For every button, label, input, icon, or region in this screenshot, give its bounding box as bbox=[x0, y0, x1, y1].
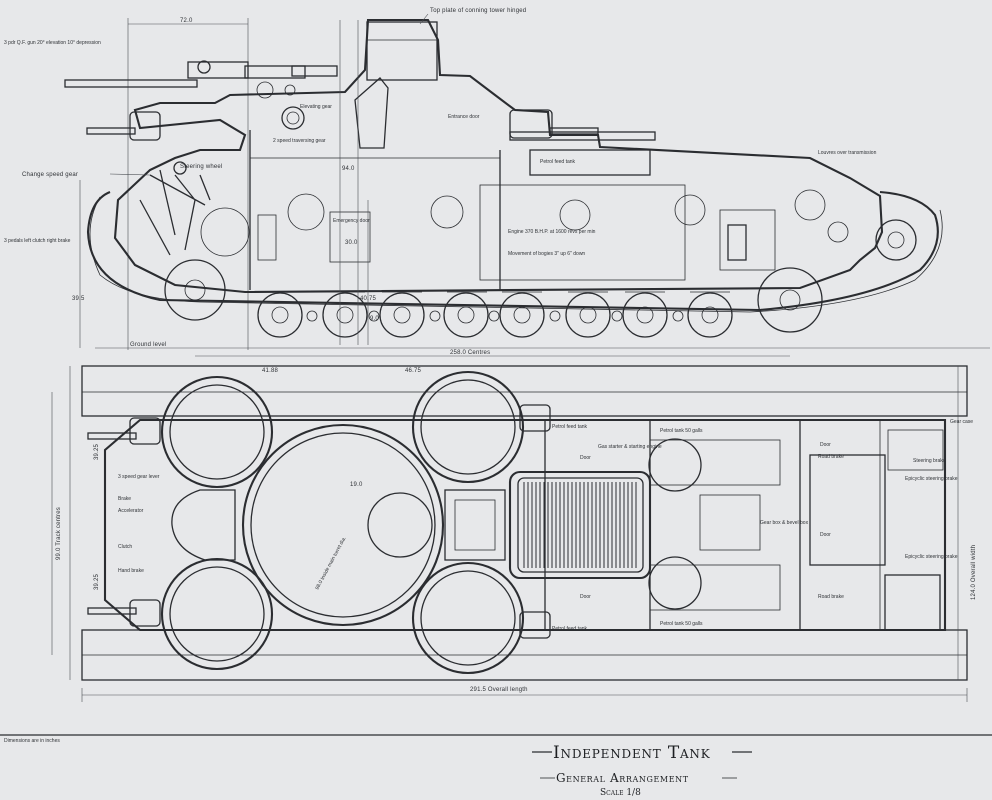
rear-mg-turret-plan-right bbox=[411, 561, 525, 675]
louvre-grille bbox=[509, 131, 656, 141]
label-gun-elevation: 3 pdr Q.F. gun 20° elevation 10° depress… bbox=[4, 40, 101, 46]
main-gun-barrel bbox=[64, 79, 198, 88]
dim-30: 30.0 bbox=[345, 240, 358, 246]
vision-hatch bbox=[354, 77, 389, 149]
drawing-subtitle: General Arrangement bbox=[556, 771, 689, 785]
label-emergency-door: Emergency door bbox=[333, 218, 370, 224]
track-top-band bbox=[81, 365, 968, 417]
drawing-title: Independent Tank bbox=[553, 743, 711, 763]
label-steering-wheel: Steering wheel bbox=[180, 164, 223, 170]
dimensions-note: Dimensions are in inches bbox=[4, 738, 60, 744]
label-traversing-gear: 2 speed traversing gear bbox=[273, 138, 326, 144]
conning-tower bbox=[366, 21, 438, 81]
label-louvres: Louvres over transmission bbox=[818, 150, 877, 156]
dim-40-75: 40.75 bbox=[360, 296, 376, 302]
dim-9: 9.0 bbox=[370, 316, 379, 322]
label-door-3: Door bbox=[580, 455, 591, 461]
dim-94: 94.0 bbox=[342, 166, 355, 172]
label-gearbox: Gear box & bevel box bbox=[760, 520, 809, 526]
road-wheels bbox=[164, 219, 917, 338]
hull-outline bbox=[113, 18, 884, 294]
emergency-door bbox=[329, 211, 371, 263]
dim-overall-width: 124.0 Overall width bbox=[971, 545, 977, 600]
label-petrol-feed-tank-side: Petrol feed tank bbox=[540, 159, 576, 165]
label-road-brake-top: Road brake bbox=[818, 454, 844, 460]
dim-19: 19.0 bbox=[350, 482, 363, 488]
label-road-brake-bottom: Road brake bbox=[818, 594, 844, 600]
engine-block bbox=[479, 184, 686, 281]
side-elevation-view: 72.0 bbox=[4, 8, 990, 357]
radiator-grille bbox=[508, 470, 652, 580]
label-petrol-feed-bottom: Petrol feed tank bbox=[552, 626, 588, 632]
rear-mg-turret bbox=[509, 109, 553, 139]
label-door-2: Door bbox=[820, 532, 831, 538]
dim-46-75: 46.75 bbox=[405, 368, 421, 374]
title-block: Dimensions are in inches Independent Tan… bbox=[0, 734, 992, 798]
dim-top-width: 72.0 bbox=[180, 18, 193, 24]
rear-mg-turret-plan-left bbox=[411, 370, 525, 484]
label-bogies: Movement of bogies 3" up 6" down bbox=[508, 251, 585, 257]
main-turret-plan bbox=[241, 423, 445, 627]
label-speed-gear: 3 speed gear lever bbox=[118, 474, 160, 480]
dim-39-25-b: 39.25 bbox=[94, 574, 100, 590]
dim-39-5: 39.5 bbox=[72, 296, 85, 302]
front-mg-turret bbox=[129, 111, 161, 141]
hull-plan bbox=[103, 418, 947, 632]
centre-console bbox=[444, 489, 506, 561]
gearbox-block bbox=[809, 454, 886, 566]
steering-linkage bbox=[139, 169, 211, 256]
dim-41-88: 41.88 bbox=[262, 368, 278, 374]
conning-tower-plan bbox=[367, 492, 433, 558]
label-epicyclic-1: Epicyclic steering brake bbox=[905, 476, 958, 482]
label-clutch: Clutch bbox=[118, 544, 132, 550]
label-petrol-tank-top: Petrol tank 50 galls bbox=[660, 428, 703, 434]
label-centres: 258.0 Centres bbox=[450, 350, 490, 356]
label-door-1: Door bbox=[820, 442, 831, 448]
label-conning-tower: Top plate of conning tower hinged bbox=[430, 8, 526, 14]
petrol-feed-tank-side bbox=[529, 149, 651, 176]
petrol-tank-top-filler bbox=[648, 438, 702, 492]
label-accelerator: Accelerator bbox=[118, 508, 144, 514]
label-gear-case: Gear case bbox=[950, 419, 973, 425]
gun-breech bbox=[187, 61, 249, 79]
dim-track-centres: 99.0 Track centres bbox=[56, 507, 62, 560]
label-pedals: 3 pedals left clutch right brake bbox=[4, 238, 71, 244]
label-gas-starter: Gas starter & starting engine bbox=[598, 444, 662, 450]
label-entrance-door: Entrance door bbox=[448, 114, 480, 120]
label-ground-level: Ground level bbox=[130, 342, 166, 348]
label-hand-brake: Hand brake bbox=[118, 568, 144, 574]
front-mg-barrel bbox=[86, 127, 136, 135]
driver-seat bbox=[171, 489, 236, 561]
drawing-scale: Scale 1/8 bbox=[600, 788, 641, 798]
petrol-tank-bottom-filler bbox=[648, 556, 702, 610]
front-mg-turret-plan-right bbox=[160, 557, 274, 671]
label-engine: Engine 370 B.H.P. at 1600 revs per min bbox=[508, 229, 596, 235]
dim-overall-length: 291.5 Overall length bbox=[470, 687, 528, 693]
label-petrol-tank-bottom: Petrol tank 50 galls bbox=[660, 621, 703, 627]
dim-39-25-a: 39.25 bbox=[94, 444, 100, 460]
label-door-4: Door bbox=[580, 594, 591, 600]
front-mg-turret-plan-left bbox=[160, 375, 274, 489]
label-epicyclic-2: Epicyclic steering brake bbox=[905, 554, 958, 560]
label-change-speed-gear: Change speed gear bbox=[22, 172, 78, 178]
epicyclic-brake-block bbox=[884, 574, 941, 631]
label-steering-brake: Steering brake bbox=[913, 458, 946, 464]
label-petrol-feed-top: Petrol feed tank bbox=[552, 424, 588, 430]
track-outline bbox=[86, 190, 939, 312]
label-brake: Brake bbox=[118, 496, 131, 502]
radiator-fins bbox=[523, 482, 637, 568]
label-elevating-gear: Elevating gear bbox=[300, 104, 332, 110]
